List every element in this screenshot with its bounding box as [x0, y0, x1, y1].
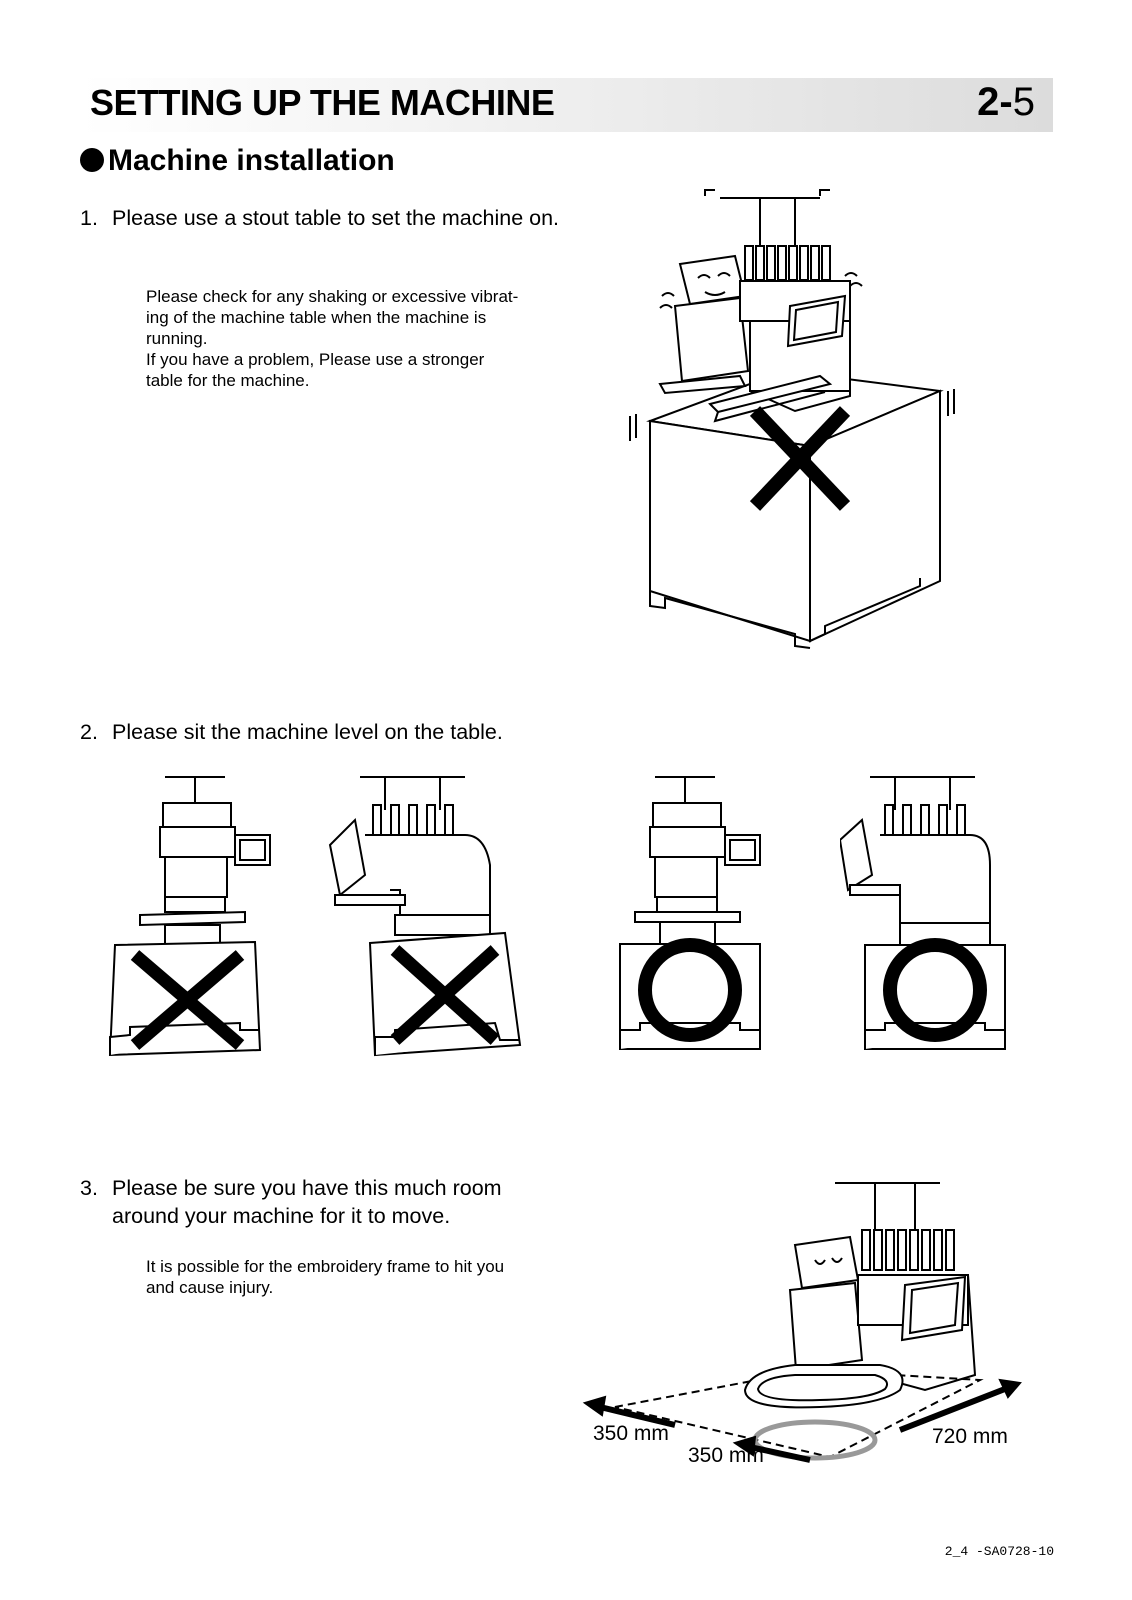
level-table-front-illustration — [619, 776, 761, 1050]
step-1: 1. Please use a stout table to set the m… — [80, 204, 580, 232]
step-number: 3. — [80, 1176, 98, 1200]
note-line: Please check for any shaking or excessiv… — [146, 287, 519, 306]
note-line: ing of the machine table when the machin… — [146, 308, 487, 327]
step-3: 3. Please be sure you have this much roo… — [80, 1174, 550, 1230]
document-code: 2_4 -SA0728-10 — [944, 1544, 1054, 1559]
step-number: 1. — [80, 206, 98, 230]
step-text: Please use a stout table to set the mach… — [112, 206, 560, 230]
clearance-illustration — [582, 1182, 1022, 1463]
note-line: running. — [146, 329, 208, 348]
page-title: SETTING UP THE MACHINE — [90, 82, 555, 123]
note-line: table for the machine. — [146, 371, 310, 390]
level-table-side-illustration — [840, 776, 1006, 1050]
bullet-icon — [80, 148, 104, 172]
clearance-right-label: 720 mm — [932, 1425, 1008, 1448]
page-header: SETTING UP THE MACHINE 2-5 — [80, 78, 1053, 132]
step-text: Please sit the machine level on the tabl… — [112, 720, 503, 744]
page-number: 2-5 — [977, 80, 1035, 125]
step-number: 2. — [80, 720, 98, 744]
step-1-note: Please check for any shaking or excessiv… — [146, 286, 576, 391]
clearance-left-label: 350 mm — [593, 1422, 669, 1445]
note-line: and cause injury. — [146, 1278, 274, 1297]
step-text: Please be sure you have this much room a… — [112, 1176, 502, 1228]
tilted-table-front-illustration — [108, 776, 271, 1057]
tilted-table-side-illustration — [328, 776, 522, 1057]
page-index: 5 — [1012, 80, 1035, 124]
note-line: It is possible for the embroidery frame … — [146, 1257, 505, 1276]
section-title-text: Machine installation — [108, 144, 395, 177]
step-2: 2. Please sit the machine level on the t… — [80, 718, 580, 746]
chapter-number: 2- — [977, 80, 1013, 124]
clearance-front-label: 350 mm — [688, 1444, 764, 1467]
section-title: Machine installation — [80, 144, 395, 178]
step-3-note: It is possible for the embroidery frame … — [146, 1256, 576, 1298]
shaky-table-illustration — [629, 189, 955, 649]
note-line: If you have a problem, Please use a stro… — [146, 350, 485, 369]
